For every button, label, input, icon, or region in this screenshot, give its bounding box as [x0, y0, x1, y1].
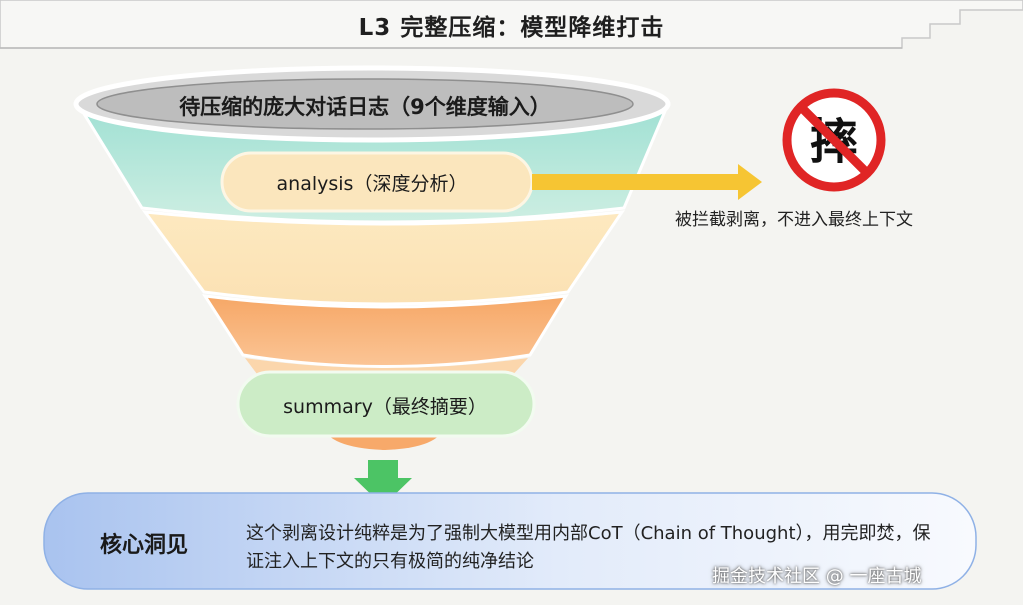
- title-banner: [0, 0, 1023, 49]
- blocked-note: 被拦截剥离，不进入最终上下文: [675, 210, 913, 230]
- output-arrow: [354, 460, 412, 506]
- page-title: L3 完整压缩：模型降维打击: [358, 15, 665, 41]
- funnel-layer-orange: [202, 294, 569, 368]
- funnel-layer-cream: [141, 210, 626, 306]
- top-label-pill: [96, 78, 634, 130]
- input-log-label: 待压缩的庞大对话日志（9个维度输入）: [179, 95, 551, 119]
- blocked-arrow: [532, 164, 762, 200]
- analysis-label: analysis（深度分析）: [276, 172, 468, 195]
- summary-label: summary（最终摘要）: [283, 395, 487, 418]
- summary-pill: [236, 370, 536, 438]
- insight-text: 这个剥离设计纯粹是为了强制大模型用内部CoT（Chain of Thought）…: [246, 523, 931, 572]
- prohibited-icon: 摔: [782, 88, 886, 192]
- insight-box: [43, 492, 977, 590]
- insight-title: 核心洞见: [100, 533, 189, 558]
- watermark: 掘金技术社区 @ 一座古城: [712, 566, 922, 587]
